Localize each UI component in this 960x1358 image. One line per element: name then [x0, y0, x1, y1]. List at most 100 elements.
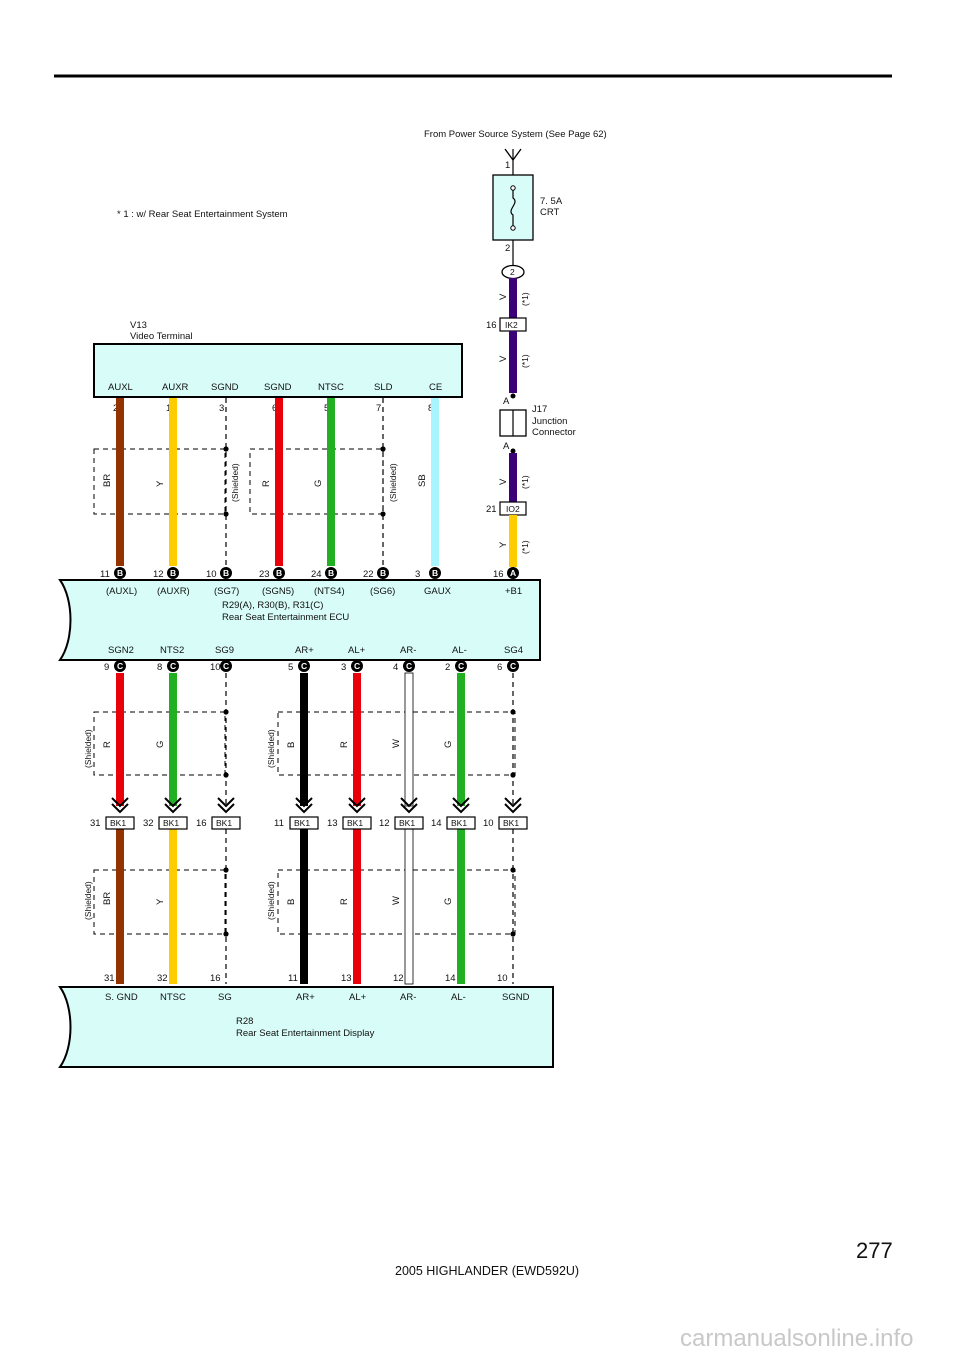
connector-chevron-icon — [452, 797, 470, 808]
ecu-pin: 4 — [393, 662, 398, 673]
v13-id: V13 — [130, 320, 147, 331]
color-label-v3: V — [498, 478, 509, 485]
ik2-pin: 16 — [486, 320, 497, 331]
note-tag-4: (*1) — [520, 540, 530, 554]
ecu-terminal-label: GAUX — [424, 586, 452, 597]
display-connector-box — [58, 986, 554, 1068]
display-name: Rear Seat Entertainment Display — [236, 1028, 375, 1039]
note-tag-3: (*1) — [520, 475, 530, 489]
wire-color-label: R — [339, 741, 350, 748]
shield-dot — [223, 867, 229, 873]
wire — [300, 829, 308, 984]
wire-color-label: G — [443, 741, 454, 748]
display-terminal-label: AL- — [451, 992, 466, 1003]
display-pin: 12 — [393, 973, 404, 984]
fuse-pin-bottom: 2 — [505, 243, 510, 254]
v13-terminal-label: SLD — [374, 382, 393, 393]
wire — [116, 398, 124, 566]
connector-bk1 — [342, 816, 372, 830]
wire — [404, 672, 414, 807]
shield-box — [93, 711, 226, 776]
shield-label: (Shielded) — [230, 463, 240, 502]
shield-dot — [223, 931, 229, 937]
ecu-terminal-label: (SG7) — [214, 586, 239, 597]
bk1-pin: 12 — [379, 818, 390, 829]
v13-pin: 6 — [272, 403, 277, 414]
bk1-code: BK1 — [163, 818, 179, 828]
wire-color-label: W — [391, 896, 402, 905]
ecu-connector-marker — [114, 660, 126, 672]
shield-dot — [380, 511, 386, 517]
v13-terminal-label: AUXR — [162, 382, 189, 393]
ecu-pin: 6 — [497, 662, 502, 673]
wire-color-label: G — [443, 898, 454, 905]
v13-pin: 5 — [324, 403, 329, 414]
v13-name: Video Terminal — [130, 331, 193, 342]
display-pin: 32 — [157, 973, 168, 984]
bk1-pin: 11 — [274, 818, 284, 829]
wire-color-label: G — [155, 741, 166, 748]
bk1-pin: 31 — [90, 818, 101, 829]
wire-color-label: Y — [155, 480, 166, 487]
connector-chevron-icon — [164, 803, 182, 814]
bk1-pin: 32 — [143, 818, 154, 829]
connector-chevron-icon — [295, 797, 313, 808]
connector-bk1 — [105, 816, 135, 830]
bk1-code: BK1 — [451, 818, 467, 828]
ecu-connector-marker — [351, 660, 363, 672]
wire-color-label: R — [261, 480, 272, 487]
ecu-connector-marker — [455, 660, 467, 672]
ecu-connector-box — [58, 579, 541, 661]
shield-box — [277, 869, 516, 935]
ecu-pin: 12 — [153, 569, 164, 580]
ecu-connector-letter: B — [170, 568, 176, 578]
shield-label: (Shielded) — [266, 881, 276, 920]
ecu-connector-marker — [220, 660, 232, 672]
display-terminal-label: AR- — [400, 992, 416, 1003]
v13-terminal-label: CE — [429, 382, 442, 393]
wire-color-label: SB — [417, 474, 428, 487]
display-pin: 11 — [288, 973, 298, 984]
ecu-connector-marker — [507, 660, 519, 672]
ecu-terminal-label: SG4 — [504, 645, 523, 656]
display-id: R28 — [236, 1016, 253, 1027]
ecu-connector-letter: B — [328, 568, 334, 578]
bk1-pin: 13 — [327, 818, 338, 829]
display-pin: 14 — [445, 973, 456, 984]
ecu-connector-marker — [273, 567, 285, 579]
wire-color-label: B — [286, 742, 297, 748]
ecu-pin: 10 — [206, 569, 217, 580]
model-label: 2005 HIGHLANDER (EWD592U) — [395, 1264, 579, 1278]
ecu-terminal-label: (NTS4) — [314, 586, 345, 597]
ecu-terminal-label: (SG6) — [370, 586, 395, 597]
note-tag-1: (*1) — [520, 292, 530, 306]
wire — [275, 398, 283, 566]
watermark: carmanualsonline.info — [680, 1325, 913, 1352]
fuse-pin-top: 1 — [505, 160, 510, 171]
color-label-v1: V — [498, 293, 509, 300]
v13-terminal-label: NTSC — [318, 382, 344, 393]
ecu-connector-letter: C — [117, 661, 123, 671]
j17-line1: Junction — [532, 416, 567, 427]
connector-chevron-icon — [504, 797, 522, 808]
ecu-connector-marker — [429, 567, 441, 579]
ecu-connector-letter: C — [406, 661, 412, 671]
display-pin: 31 — [104, 973, 115, 984]
connector-chevron-icon — [400, 803, 418, 814]
bk1-code: BK1 — [503, 818, 519, 828]
wire — [300, 673, 308, 806]
note-tag-2: (*1) — [520, 354, 530, 368]
connector-chevron-icon — [111, 803, 129, 814]
ecu-connector-letter: B — [276, 568, 282, 578]
connector-chevron-icon — [348, 803, 366, 814]
ecu-connector-marker — [114, 567, 126, 579]
ecu-pin: 16 — [493, 569, 504, 580]
shield-label: (Shielded) — [83, 729, 93, 768]
v13-terminal-label: SGND — [211, 382, 239, 393]
ecu-connector-letter: C — [458, 661, 464, 671]
connector-chevron-icon — [164, 797, 182, 808]
wire — [169, 829, 177, 984]
ecu-connector-letter: C — [354, 661, 360, 671]
display-terminal-label: SG — [218, 992, 232, 1003]
